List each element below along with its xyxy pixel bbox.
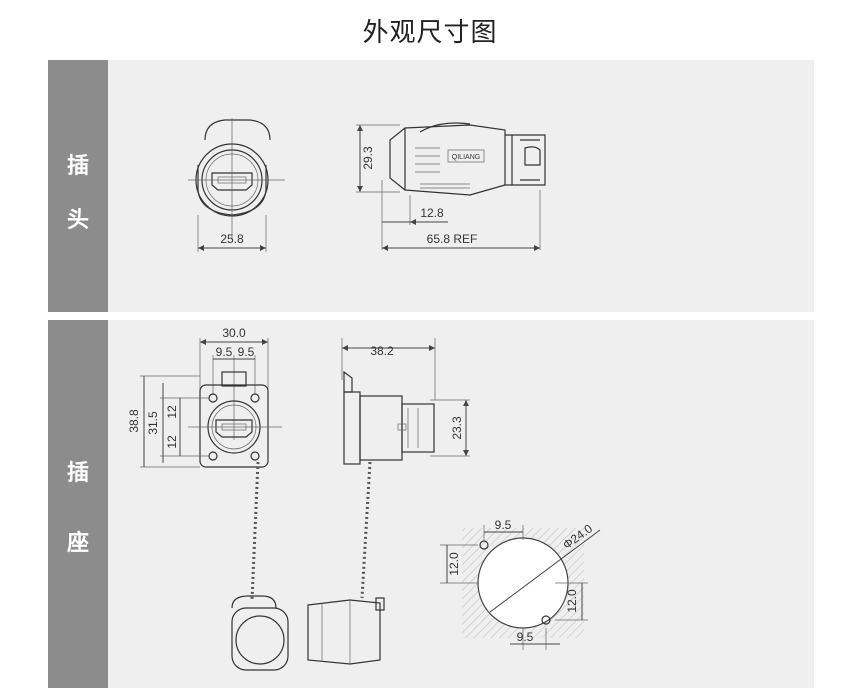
plug-height-dim: 29.3 [361, 146, 375, 170]
plug-length-dim: 65.8 REF [427, 232, 478, 246]
plug-step-dim: 12.8 [420, 206, 444, 220]
socket-half-bottom-dim: 12 [165, 435, 179, 449]
page-title: 外观尺寸图 [362, 18, 498, 48]
plug-panel: 插 头 25.8 29.3 [48, 60, 814, 312]
socket-hole-left-dim: 9.5 [216, 345, 233, 359]
plug-brand-logo: QILIANG [452, 154, 480, 161]
socket-height-dim: 38.8 [127, 409, 141, 433]
panel-cutout-view: Φ24.0 9.5 12.0 12.0 9.5 [440, 518, 601, 650]
socket-half-top-dim: 12 [165, 405, 179, 419]
socket-label-char-2: 座 [66, 531, 89, 556]
socket-hole-right-dim: 9.5 [238, 345, 255, 359]
cutout-hole-x-top-dim: 9.5 [495, 518, 512, 532]
cutout-hole-y-right-dim: 12.0 [565, 589, 579, 613]
socket-panel: 插 座 30.0 9.5 9.5 [48, 320, 814, 688]
plug-label-char-1: 插 [66, 154, 89, 179]
socket-drawing: 30.0 9.5 9.5 38.8 31.5 [127, 326, 601, 671]
socket-rear-height-dim: 23.3 [450, 416, 464, 440]
socket-section-label: 插 座 [48, 320, 108, 688]
socket-hole-span-dim: 31.5 [146, 411, 160, 435]
plug-label-char-2: 头 [66, 208, 89, 233]
socket-depth-dim: 38.2 [370, 344, 394, 358]
plug-width-dim: 25.8 [220, 232, 244, 246]
socket-front-view: 30.0 9.5 9.5 38.8 31.5 [127, 326, 289, 671]
socket-width-dim: 30.0 [222, 326, 246, 340]
plug-front-view: 25.8 [188, 118, 285, 252]
socket-label-char-1: 插 [66, 461, 89, 486]
plug-section-label: 插 头 [48, 60, 108, 312]
cutout-hole-y-left-dim: 12.0 [447, 552, 461, 576]
plug-drawing: 25.8 29.3 QILIANG [188, 118, 546, 252]
plug-side-view: 29.3 QILIANG 12.8 65.8 REF [356, 122, 546, 251]
cutout-hole-x-bottom-dim: 9.5 [517, 630, 534, 644]
socket-side-view: 38.2 23.3 [307, 338, 470, 665]
